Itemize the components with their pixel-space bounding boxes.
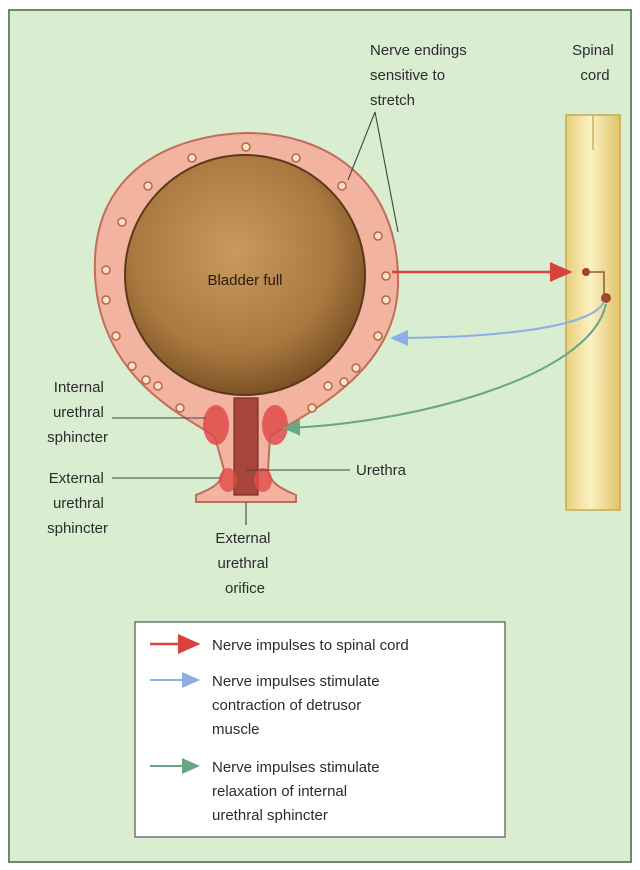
label-bladder-full: Bladder full — [207, 272, 282, 289]
external-sphincter-right — [254, 468, 272, 492]
legend: Nerve impulses to spinal cord Nerve impu… — [135, 622, 505, 837]
internal-sphincter-left — [203, 405, 229, 445]
legend-box — [135, 622, 505, 837]
internal-sphincter-right — [262, 405, 288, 445]
label-external-sphincter: External urethral sphincter — [47, 470, 108, 537]
legend-item-afferent-text: Nerve impulses to spinal cord — [212, 637, 409, 654]
label-internal-sphincter: Internal urethral sphincter — [47, 379, 108, 446]
label-urethra: Urethra — [356, 462, 407, 479]
efferent-origin — [601, 293, 611, 303]
external-sphincter-left — [219, 468, 237, 492]
